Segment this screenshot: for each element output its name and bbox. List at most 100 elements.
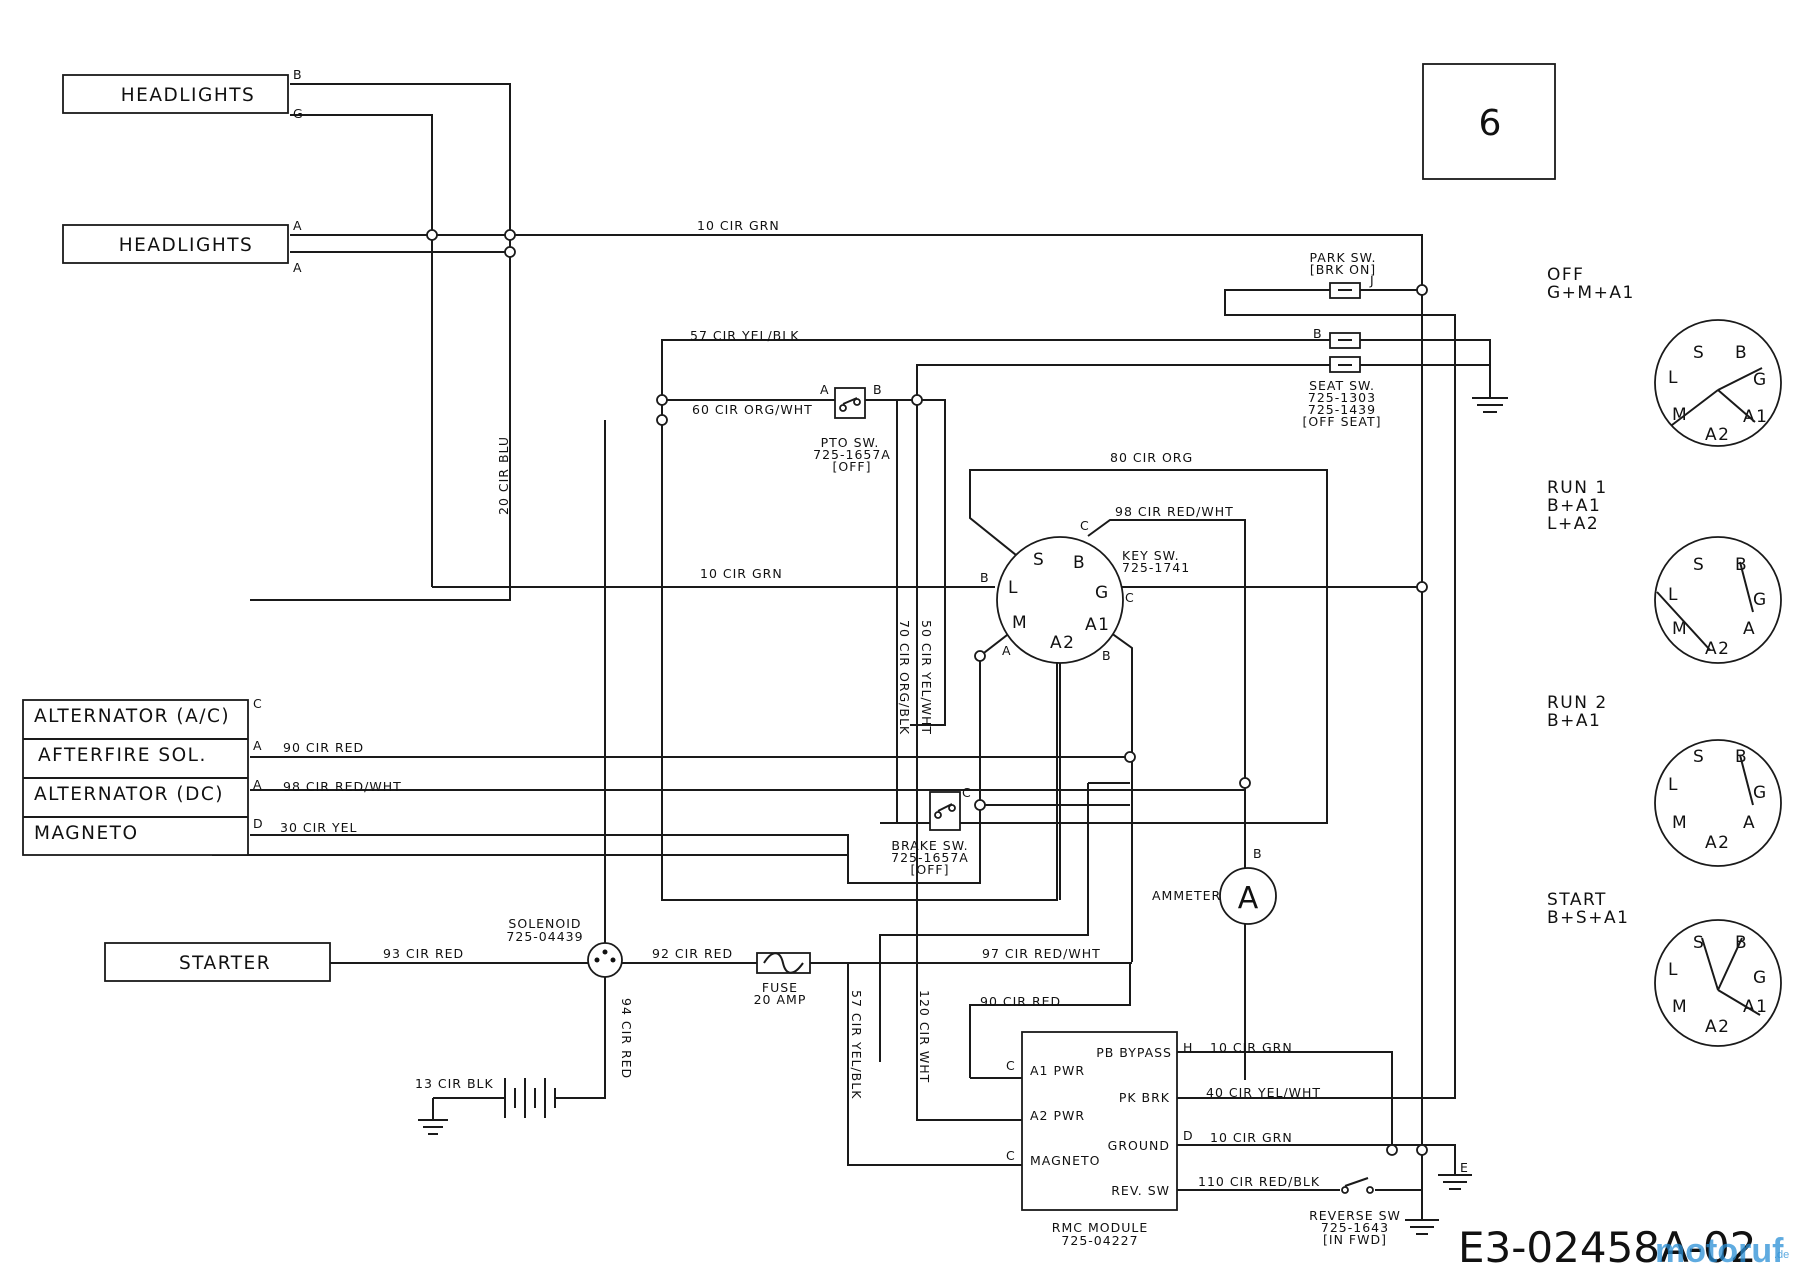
svg-text:G: G	[1753, 968, 1768, 988]
svg-text:B: B	[1102, 648, 1112, 663]
svg-text:J: J	[1369, 273, 1375, 288]
svg-text:L: L	[1008, 578, 1019, 598]
position-off: OFF G+M+A1 S B L G M A2 A1	[1547, 265, 1782, 447]
svg-text:90 CIR RED: 90 CIR RED	[980, 994, 1061, 1009]
svg-text:C: C	[1006, 1058, 1016, 1073]
svg-text:B: B	[1253, 846, 1263, 861]
ground-icon	[418, 378, 1508, 1235]
svg-text:[OFF]: [OFF]	[911, 862, 950, 877]
svg-text:REV. SW: REV. SW	[1111, 1183, 1170, 1198]
position-run-2: RUN 2 B+A1 S B L G M A2 A	[1547, 693, 1782, 867]
svg-text:110 CIR RED/BLK: 110 CIR RED/BLK	[1198, 1174, 1320, 1189]
svg-text:725-1657A: 725-1657A	[813, 447, 891, 462]
svg-text:80 CIR ORG: 80 CIR ORG	[1110, 450, 1193, 465]
svg-text:G: G	[1753, 370, 1768, 390]
svg-text:S: S	[1033, 550, 1045, 570]
svg-text:AMMETER: AMMETER	[1152, 888, 1221, 903]
svg-text:50 CIR YEL/WHT: 50 CIR YEL/WHT	[919, 620, 934, 735]
park-switch	[1329, 282, 1361, 299]
svg-text:OFF: OFF	[1547, 265, 1584, 285]
svg-text:B+A1: B+A1	[1547, 711, 1601, 731]
svg-text:L: L	[1668, 585, 1679, 605]
junctions	[426, 229, 1428, 1156]
svg-text:[IN FWD]: [IN FWD]	[1323, 1232, 1387, 1247]
svg-text:L: L	[1668, 775, 1679, 795]
svg-text:725-1657A: 725-1657A	[891, 850, 969, 865]
svg-text:PK BRK: PK BRK	[1119, 1090, 1170, 1105]
svg-text:B: B	[1073, 553, 1086, 573]
svg-text:92 CIR RED: 92 CIR RED	[652, 946, 733, 961]
svg-text:40 CIR YEL/WHT: 40 CIR YEL/WHT	[1206, 1085, 1321, 1100]
svg-text:D: D	[253, 816, 264, 831]
watermark: motoruf .de	[1655, 1232, 1789, 1270]
svg-text:20 AMP: 20 AMP	[754, 992, 807, 1007]
svg-text:A: A	[253, 738, 263, 753]
svg-text:SEAT SW.: SEAT SW.	[1309, 378, 1375, 393]
svg-text:A: A	[1002, 643, 1012, 658]
magneto-label: MAGNETO	[34, 823, 139, 844]
svg-text:A1: A1	[1743, 997, 1768, 1017]
svg-text:A: A	[253, 777, 263, 792]
svg-text:REVERSE SW: REVERSE SW	[1309, 1208, 1401, 1223]
svg-text:PARK SW.: PARK SW.	[1310, 250, 1377, 265]
svg-text:B: B	[1313, 326, 1323, 341]
svg-text:A2: A2	[1705, 425, 1730, 445]
svg-text:G: G	[1095, 583, 1110, 603]
wires	[212, 83, 1491, 1220]
svg-text:M: M	[1672, 405, 1688, 425]
svg-text:PTO SW.: PTO SW.	[821, 435, 880, 450]
svg-text:13 CIR BLK: 13 CIR BLK	[415, 1076, 494, 1091]
svg-text:10 CIR GRN: 10 CIR GRN	[700, 566, 783, 581]
ammeter: A	[1219, 867, 1277, 925]
alternator-ac-label: ALTERNATOR (A/C)	[34, 706, 230, 727]
svg-text:A: A	[820, 382, 830, 397]
svg-text:L+A2: L+A2	[1547, 514, 1599, 534]
svg-text:S: S	[1693, 933, 1705, 953]
svg-text:57 CIR YEL/BLK: 57 CIR YEL/BLK	[849, 990, 864, 1099]
svg-text:[OFF]: [OFF]	[833, 459, 872, 474]
svg-text:PB BYPASS: PB BYPASS	[1096, 1045, 1172, 1060]
svg-text:D: D	[1183, 1128, 1194, 1143]
svg-text:90 CIR RED: 90 CIR RED	[283, 740, 364, 755]
svg-text:725-1643: 725-1643	[1321, 1220, 1389, 1235]
svg-text:.de: .de	[1774, 1249, 1789, 1261]
svg-text:B+A1: B+A1	[1547, 496, 1601, 516]
svg-text:70 CIR ORG/BLK: 70 CIR ORG/BLK	[897, 620, 912, 735]
svg-text:MAGNETO: MAGNETO	[1030, 1153, 1101, 1168]
starter: STARTER	[104, 942, 331, 982]
svg-text:30 CIR YEL: 30 CIR YEL	[280, 820, 357, 835]
svg-text:20 CIR BLU: 20 CIR BLU	[496, 436, 511, 515]
svg-text:A2: A2	[1705, 833, 1730, 853]
svg-text:725-1439: 725-1439	[1308, 402, 1376, 417]
svg-text:L: L	[1668, 368, 1679, 388]
position-start: START B+S+A1 S B L G M A2 A1	[1547, 890, 1782, 1047]
svg-text:A2: A2	[1705, 639, 1730, 659]
page-number-box: 6	[1422, 63, 1556, 180]
svg-text:A: A	[293, 218, 303, 233]
svg-text:B: B	[1735, 933, 1748, 953]
engine-connector-block: ALTERNATOR (A/C) AFTERFIRE SOL. ALTERNAT…	[22, 699, 249, 856]
alternator-dc-label: ALTERNATOR (DC)	[34, 784, 224, 805]
battery-icon	[504, 1078, 605, 1118]
svg-text:A: A	[1743, 619, 1756, 639]
svg-text:C: C	[1125, 590, 1135, 605]
svg-text:E3-02458A-02: E3-02458A-02	[1458, 1223, 1756, 1272]
svg-text:C: C	[1006, 1148, 1016, 1163]
svg-text:H: H	[1183, 1040, 1193, 1055]
svg-text:725-1303: 725-1303	[1308, 390, 1376, 405]
svg-text:A: A	[293, 260, 303, 275]
svg-text:GROUND: GROUND	[1108, 1138, 1170, 1153]
svg-text:57 CIR YEL/BLK: 57 CIR YEL/BLK	[690, 328, 799, 343]
svg-text:BRAKE SW.: BRAKE SW.	[891, 838, 968, 853]
svg-text:KEY SW.: KEY SW.	[1122, 548, 1180, 563]
svg-text:C: C	[962, 785, 972, 800]
svg-text:FUSE: FUSE	[762, 980, 798, 995]
svg-text:B: B	[980, 570, 990, 585]
headlights-2: HEADLIGHTS	[62, 224, 289, 264]
seat-switch	[1329, 332, 1361, 373]
svg-text:RMC MODULE: RMC MODULE	[1052, 1220, 1148, 1235]
svg-text:M: M	[1012, 613, 1028, 633]
captions: SOLENOID 725-04439 FUSE 20 AMP PTO SW. 7…	[506, 250, 1401, 1247]
svg-text:C: C	[1080, 518, 1090, 533]
